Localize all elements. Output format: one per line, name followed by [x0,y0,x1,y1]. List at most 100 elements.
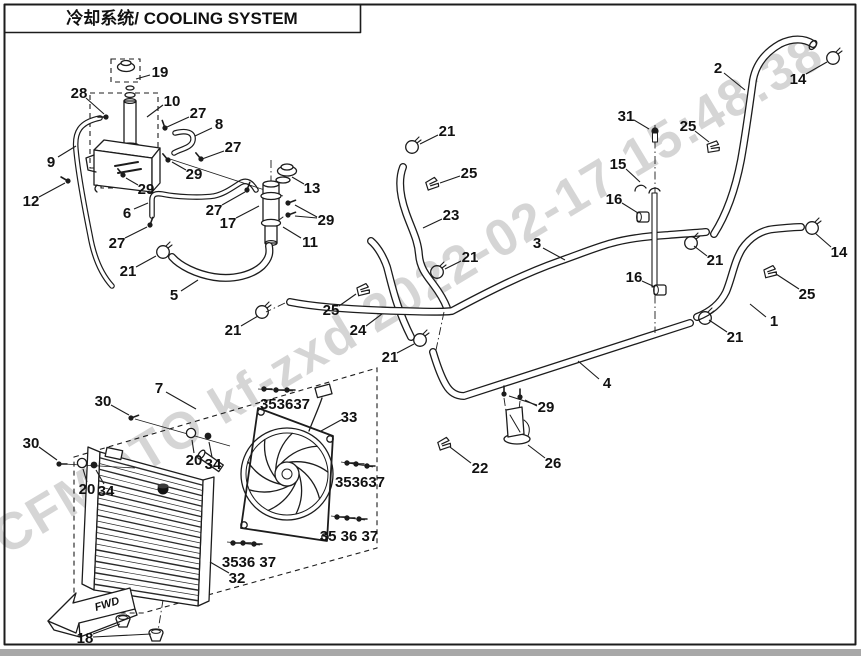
page-title: 冷却系统/ COOLING SYSTEM [66,8,297,28]
callout-label-1: 1 [770,313,778,330]
callout-label-21: 21 [707,252,724,269]
filler-neck-17 [260,180,282,225]
screw-set-4 [226,539,263,548]
callout-label-8: 8 [215,116,223,133]
callout-label-15: 15 [610,156,627,173]
callout-leader-29 [294,204,318,218]
radiator-assembly [55,412,231,642]
assembly-dashed-boundary [73,367,378,614]
reservoir-tank [85,139,161,193]
callout-label-25: 25 [680,118,697,135]
callout-leader-21 [419,134,439,145]
callout-label-20: 20 [79,481,96,498]
callout-leader-2 [723,72,746,91]
screw-29c [283,197,298,208]
callout-leader-28 [85,97,105,115]
radiator-bracket [104,446,124,461]
clamp-21-hose23-top [405,136,422,154]
callout-label-25: 25 [461,165,478,182]
callout-label-27: 27 [190,105,207,122]
hose-8 [171,128,196,156]
hose-2 [710,35,818,238]
callout-label-18: 18 [77,630,94,647]
clamp-21-hose24 [413,329,430,347]
callout-leader-21 [693,245,708,257]
callout-leader-14 [805,61,828,75]
clamp-14-top [826,47,843,65]
callout-leader-18 [92,623,121,635]
callout-leader-11 [282,226,302,239]
page-border [3,3,857,646]
fan-connector [308,383,333,432]
screw-set-3 [330,513,368,523]
callout-label-4: 4 [603,375,612,392]
fan-assembly [226,383,376,548]
fan-blade [295,465,321,500]
callout-label-22: 22 [472,460,489,477]
bracket-26 [503,406,531,445]
callout-leader-21 [444,260,462,270]
callout-leader-21 [240,315,259,327]
callout-leader-27 [124,226,148,239]
reservoir-cap [116,59,136,99]
fwd-arrow: FWD [47,587,138,638]
callout-leader-16 [641,280,656,288]
callout-label-27: 27 [109,235,126,252]
callout-leader-7 [165,391,197,410]
hose-4 [429,319,694,400]
washer-20-left [76,457,88,469]
fan-blade [280,445,318,465]
callout-leader-3 [542,247,566,261]
fan-blade [275,432,293,471]
callout-label-12: 12 [23,193,40,210]
callout-label-10: 10 [164,93,181,110]
callout-label-20: 20 [186,452,203,469]
callout-leader-32 [209,561,230,574]
callout-leader-16 [621,202,639,214]
fan-blade [247,461,282,486]
callout-label-14: 14 [790,71,807,88]
callout-leader-10 [146,104,164,118]
screw-29d [283,209,298,220]
callout-leader-18 [92,633,152,638]
callout-leader-25 [694,130,710,143]
callout-label-2: 2 [714,60,722,77]
callout-leader-29 [125,177,139,186]
callout-label-21: 21 [462,249,479,266]
clamp-21-hose3-left [255,301,272,319]
callout-leader-30 [38,446,58,461]
callout-leader-27 [166,116,190,128]
screw-12 [58,173,73,186]
fan-blade [295,473,303,515]
callout-label-6: 6 [123,205,131,222]
callout-leader-25 [439,175,461,184]
callout-leader-14 [814,232,832,248]
callout-leader-6 [133,202,149,210]
callout-label-29: 29 [318,212,335,229]
callout-label-28: 28 [71,85,88,102]
callout-label-353637: 353637 [335,474,385,491]
callout-leader-1 [749,303,767,318]
callout-label-21: 21 [439,123,456,140]
hose-3 [286,228,710,316]
callout-label-11: 11 [302,234,318,251]
rubber-mount-18b [148,628,164,642]
fan-wire [308,397,323,432]
callout-label-25: 25 [323,302,340,319]
callout-label-19: 19 [152,64,169,81]
bottom-gray-strip [0,649,861,656]
callout-label-5: 5 [170,287,178,304]
bolt-31 [651,127,659,143]
radiator-fins [94,457,203,602]
pipe-bracket-group [634,125,667,333]
callout-leader-13 [291,176,305,185]
clip-25-d [762,264,778,280]
callout-label-9: 9 [47,154,55,171]
washer-34-top [204,432,212,440]
bolt-29-right [516,388,524,401]
spare-cap-dashed-box [110,58,141,83]
callout-label-31: 31 [618,108,635,125]
callout-leader-8 [194,127,213,137]
callout-label-24: 24 [350,322,367,339]
